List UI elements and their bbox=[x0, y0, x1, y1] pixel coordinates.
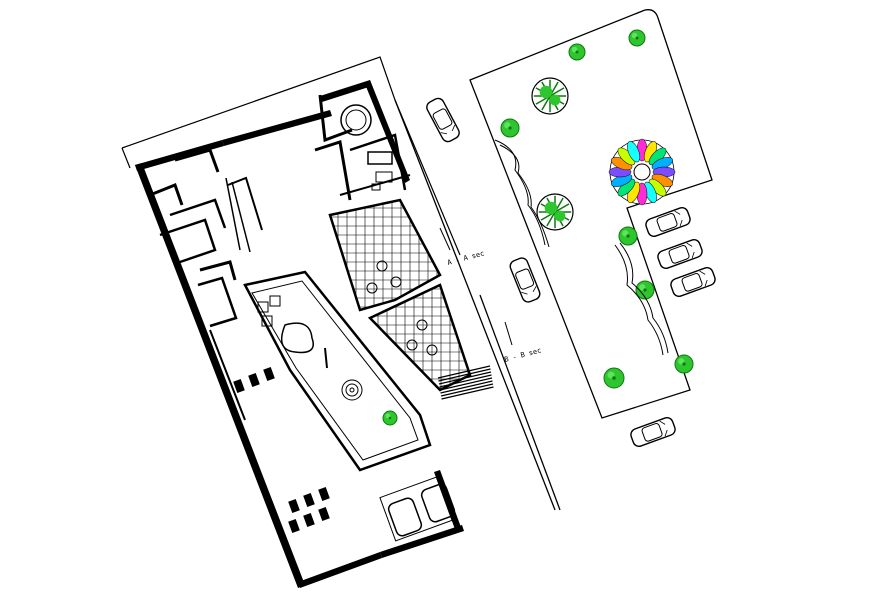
central-courtyard bbox=[243, 270, 432, 472]
desk bbox=[303, 492, 315, 508]
building-outline bbox=[121, 56, 464, 588]
desk bbox=[318, 506, 330, 522]
road bbox=[394, 99, 561, 511]
section-label-a: A - A sec bbox=[446, 249, 485, 267]
car-icon bbox=[657, 239, 703, 269]
round-conference-table bbox=[340, 104, 372, 136]
trees bbox=[382, 29, 694, 426]
desk bbox=[303, 512, 315, 528]
stairs bbox=[437, 365, 494, 400]
car-icon bbox=[645, 207, 691, 237]
grid-plaza-upper bbox=[328, 198, 442, 312]
tree-icon bbox=[674, 354, 694, 374]
car-icon bbox=[426, 97, 460, 143]
car-icon bbox=[509, 257, 541, 303]
park-area bbox=[469, 9, 713, 419]
tree-icon bbox=[500, 118, 520, 138]
car-icon bbox=[630, 417, 676, 447]
tree-icon bbox=[536, 193, 574, 231]
workstations bbox=[233, 366, 330, 534]
desk bbox=[248, 372, 260, 388]
tree-icon bbox=[628, 29, 646, 47]
tree-icon bbox=[568, 43, 586, 61]
desk bbox=[288, 498, 300, 514]
desk bbox=[233, 378, 245, 394]
cars bbox=[426, 97, 716, 447]
winding-path-left bbox=[494, 139, 550, 248]
tree-icon bbox=[618, 226, 638, 246]
tree-icon bbox=[382, 410, 398, 426]
flower-tree-icon bbox=[608, 138, 676, 206]
car-icon bbox=[670, 267, 716, 297]
interior-walls bbox=[149, 94, 411, 421]
tree-icon bbox=[531, 77, 569, 115]
meeting-tables bbox=[379, 476, 456, 542]
desk bbox=[318, 486, 330, 502]
tree-icon bbox=[603, 367, 625, 389]
sofa-set bbox=[367, 151, 393, 191]
section-label-b: B - B sec bbox=[503, 346, 542, 364]
winding-path-right bbox=[614, 242, 669, 356]
desk bbox=[288, 518, 300, 534]
desk bbox=[263, 366, 275, 382]
tree-icon bbox=[635, 280, 655, 300]
